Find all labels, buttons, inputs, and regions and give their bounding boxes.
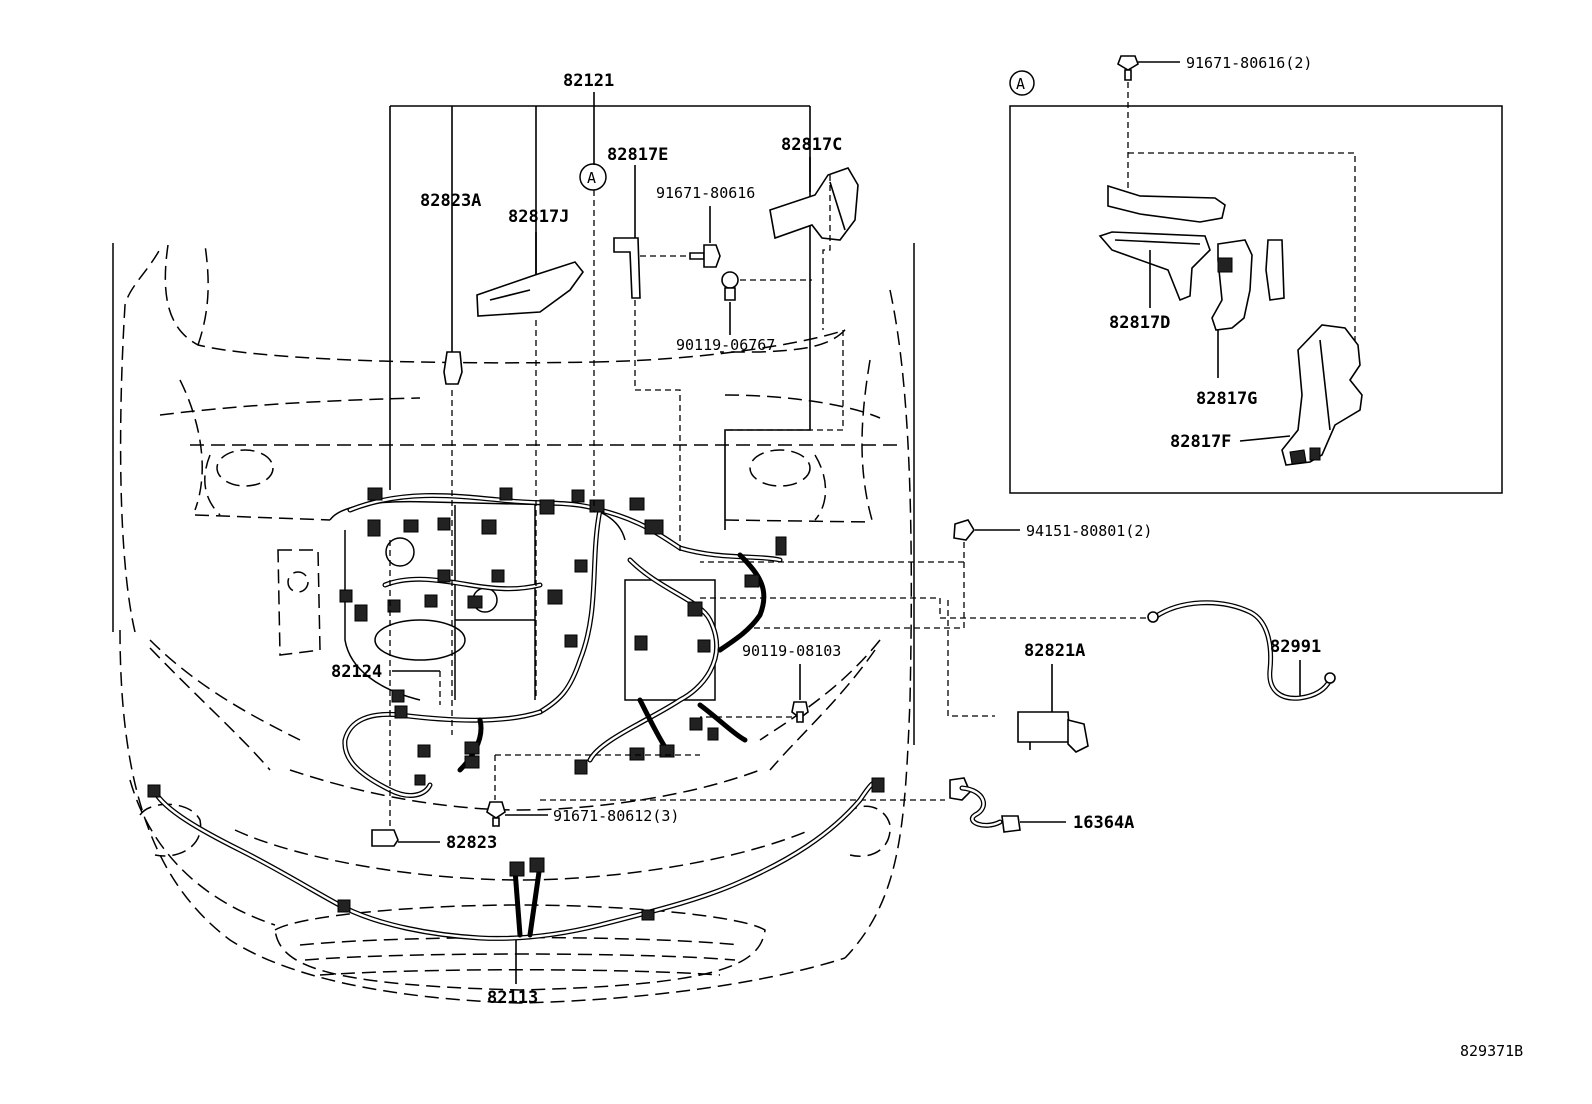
label-82817D: 82817D: [1109, 313, 1170, 333]
label-82817F: 82817F: [1170, 432, 1231, 452]
label-82821A: 82821A: [1024, 641, 1085, 661]
part-82823A: 82823A: [420, 191, 481, 385]
svg-text:A: A: [587, 169, 596, 187]
label-94151-80801-x2: 94151-80801(2): [1026, 522, 1152, 540]
part-94151-80801-x2: 94151-80801(2): [700, 519, 1152, 629]
label-16364A: 16364A: [1073, 813, 1134, 833]
part-91671-80612-x3: 91671-80612(3): [486, 754, 700, 827]
part-82817J: 82817J: [476, 207, 585, 317]
label-82991: 82991: [1270, 637, 1321, 657]
part-91671-80616: 91671-80616: [656, 184, 755, 268]
label-82113: 82113: [487, 988, 538, 1008]
label-90119-08103: 90119-08103: [742, 642, 841, 660]
part-82124: 82124: [331, 662, 441, 705]
diagram-reference-code: 829371B: [1460, 1042, 1523, 1060]
callout-marker-a: A: [579, 163, 607, 191]
part-82817C: 82817C: [725, 135, 859, 431]
harness-connectors: [339, 487, 787, 786]
label-91671-80616: 91671-80616: [656, 184, 755, 202]
label-82823A: 82823A: [420, 191, 481, 211]
part-82817F: 82817F: [1170, 324, 1363, 466]
part-82991: 82991: [700, 597, 1336, 701]
part-82817E: 82817E: [607, 145, 690, 552]
label-91671-80612-x3: 91671-80612(3): [553, 807, 679, 825]
label-82121: 82121: [563, 71, 614, 91]
part-90119-06767: 90119-06767: [676, 271, 812, 354]
label-91671-80616-x2: 91671-80616(2): [1186, 54, 1312, 72]
part-82817D: 82817D: [1098, 184, 1226, 333]
svg-text:A: A: [1016, 75, 1025, 93]
label-90119-06767: 90119-06767: [676, 336, 775, 354]
vehicle-body-outline: [112, 243, 915, 1004]
bracket-piece: [1265, 239, 1285, 301]
label-82817G: 82817G: [1196, 389, 1257, 409]
part-82113: 82113: [147, 777, 885, 1008]
label-82817C: 82817C: [781, 135, 842, 155]
label-82817J: 82817J: [508, 207, 569, 227]
detail-view-a: A 91671-80616(2) 82817D 82817G: [1009, 54, 1503, 494]
engine-room-harness-82121: [329, 487, 787, 798]
part-16364A: 16364A: [540, 777, 1134, 833]
label-82124: 82124: [331, 662, 382, 682]
part-91671-80616-x2: 91671-80616(2): [1117, 54, 1356, 365]
part-82823: 82823: [371, 540, 497, 853]
part-82821A: 82821A: [947, 600, 1089, 753]
label-82817E: 82817E: [607, 145, 668, 165]
part-82817G: 82817G: [1196, 239, 1257, 409]
label-82823: 82823: [446, 833, 497, 853]
part-90119-08103: 90119-08103: [700, 642, 841, 723]
